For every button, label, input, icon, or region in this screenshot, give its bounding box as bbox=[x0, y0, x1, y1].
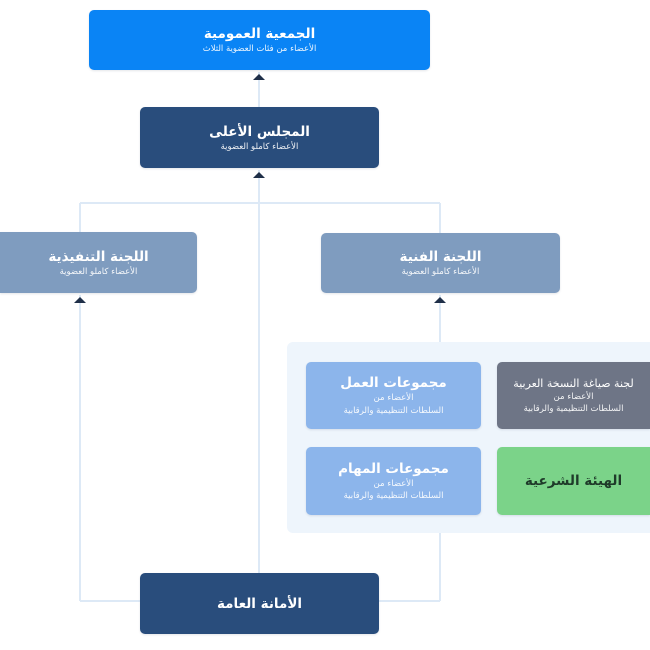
technical-committee-node[interactable]: اللجنة الفنية الأعضاء كاملو العضوية bbox=[321, 233, 560, 293]
arrow-up-icon bbox=[253, 172, 265, 178]
general-secretariat-node[interactable]: الأمانة العامة bbox=[140, 573, 379, 634]
node-title: الأمانة العامة bbox=[217, 595, 302, 612]
executive-committee-node[interactable]: اللجنة التنفيذية الأعضاء كاملو العضوية bbox=[0, 232, 197, 293]
node-subtitle: الأعضاء كاملو العضوية bbox=[220, 141, 299, 152]
node-subtitle-line2: السلطات التنظيمية والرقابية bbox=[523, 404, 624, 414]
node-title: اللجنة التنفيذية bbox=[48, 248, 149, 265]
general-assembly-node[interactable]: الجمعية العمومية الأعضاء من فئات العضوية… bbox=[89, 10, 430, 70]
task-groups-node[interactable]: مجموعات المهام الأعضاء من السلطات التنظي… bbox=[306, 447, 481, 515]
arrow-up-icon bbox=[434, 297, 446, 303]
node-subtitle-line1: الأعضاء من bbox=[373, 393, 414, 403]
arrow-up-icon bbox=[253, 74, 265, 80]
node-subtitle: الأعضاء من فئات العضوية الثلاث bbox=[202, 44, 317, 54]
node-subtitle-line2: السلطات التنظيمية والرقابية bbox=[343, 491, 444, 501]
node-subtitle-line2: السلطات التنظيمية والرقابية bbox=[343, 405, 444, 416]
working-groups-node[interactable]: مجموعات العمل الأعضاء من السلطات التنظيم… bbox=[306, 362, 481, 429]
node-title: اللجنة الفنية bbox=[399, 249, 482, 265]
sharia-board-node[interactable]: الهيئة الشرعية bbox=[497, 447, 650, 515]
node-title: المجلس الأعلى bbox=[209, 123, 310, 140]
node-title: الهيئة الشرعية bbox=[524, 473, 623, 489]
node-subtitle-line1: الأعضاء من bbox=[553, 391, 594, 402]
node-title: لجنة صياغة النسخة العربية bbox=[513, 376, 634, 390]
node-title: مجموعات المهام bbox=[338, 460, 449, 477]
node-subtitle-line1: الأعضاء من bbox=[373, 478, 414, 489]
node-subtitle: الأعضاء كاملو العضوية bbox=[401, 267, 480, 277]
node-title: مجموعات العمل bbox=[340, 375, 447, 391]
node-subtitle: الأعضاء كاملو العضوية bbox=[59, 266, 138, 277]
arabic-drafting-committee-node[interactable]: لجنة صياغة النسخة العربية الأعضاء من الس… bbox=[497, 362, 650, 429]
supreme-council-node[interactable]: المجلس الأعلى الأعضاء كاملو العضوية bbox=[140, 107, 379, 168]
arrow-up-icon bbox=[74, 297, 86, 303]
node-title: الجمعية العمومية bbox=[203, 26, 316, 42]
